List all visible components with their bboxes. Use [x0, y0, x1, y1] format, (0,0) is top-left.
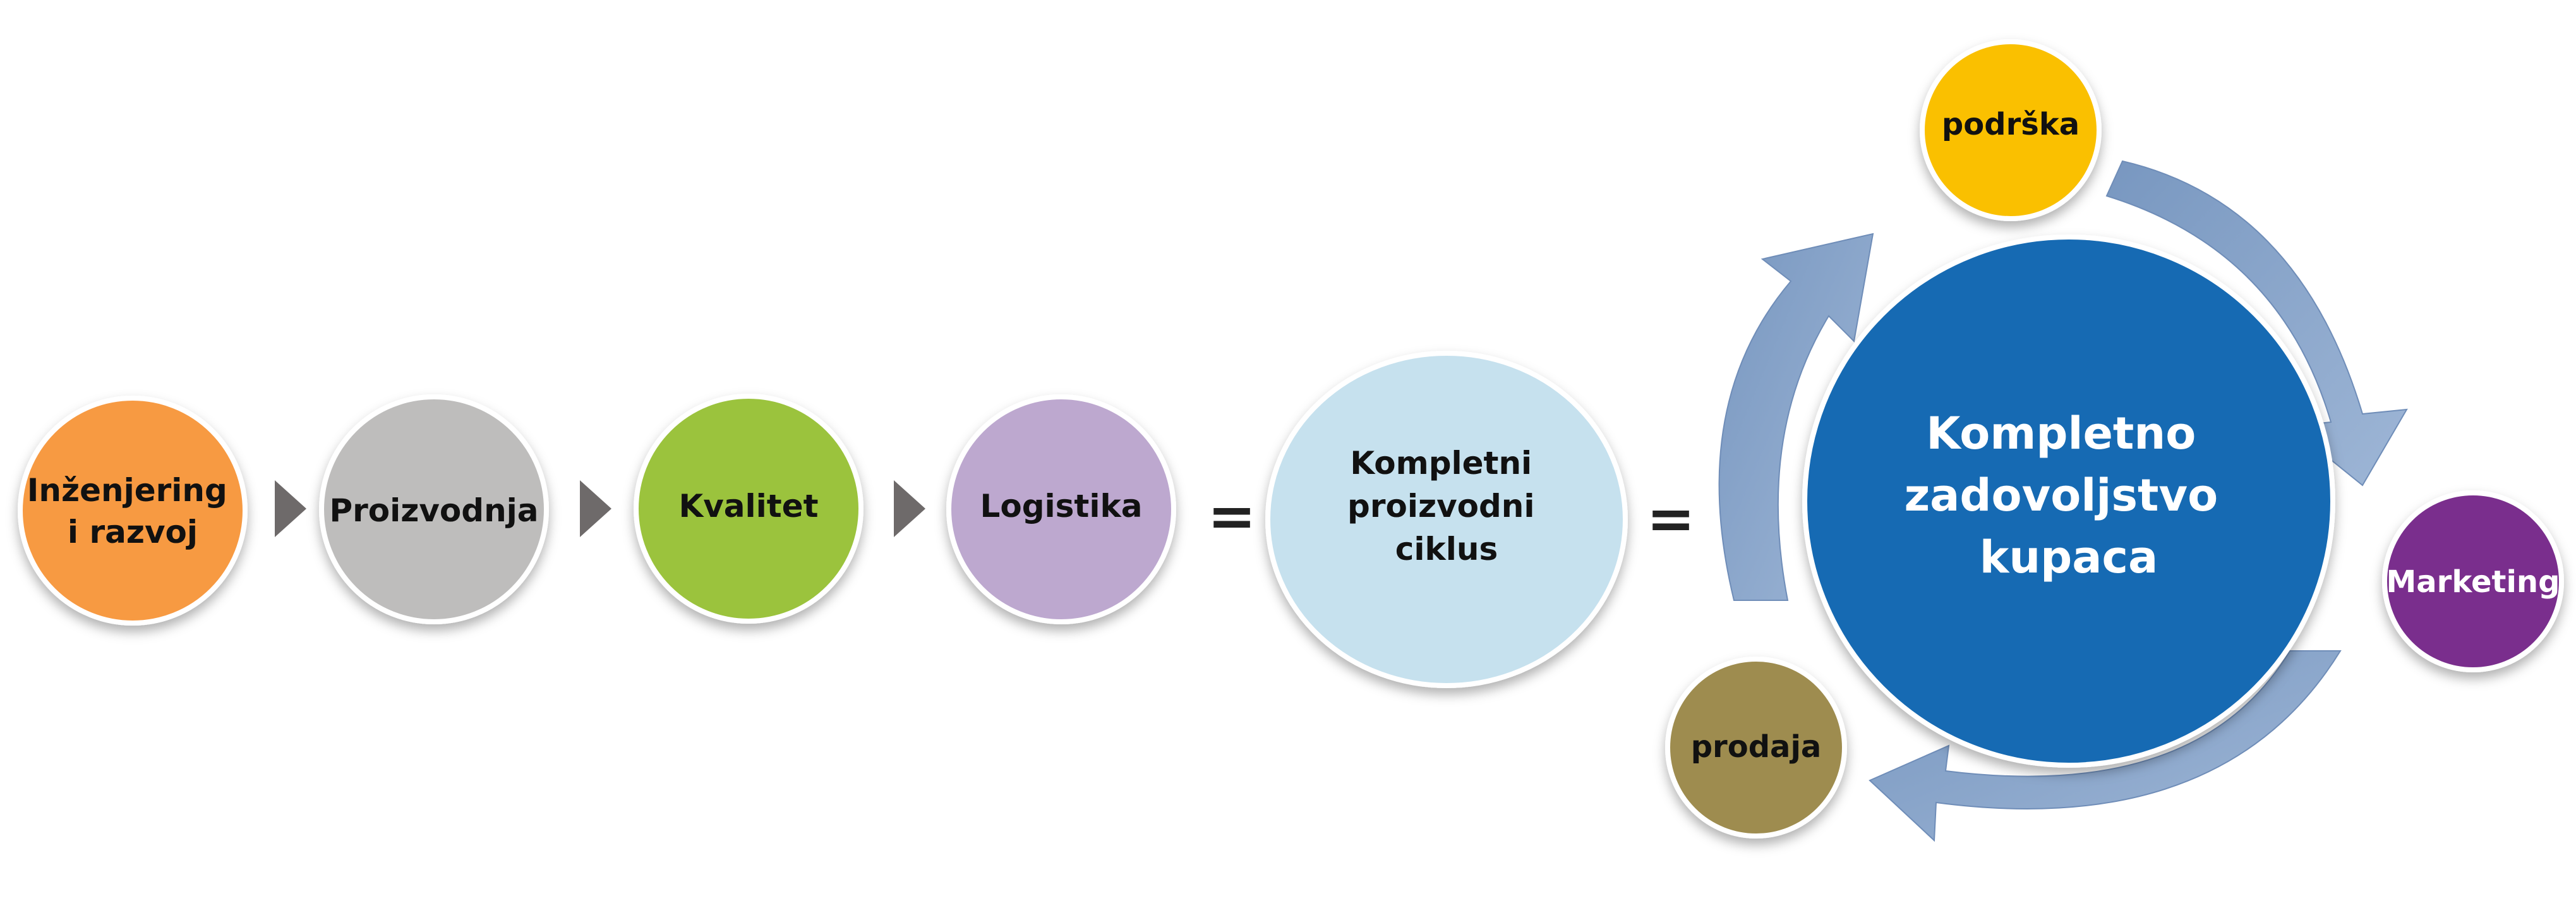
flow-node-proizvodnja-label: Proizvodnja [329, 492, 538, 529]
flow-node-proizvodnja: Proizvodnja [319, 394, 549, 624]
customer-center-label: Kompletno zadovoljstvo kupaca [1904, 408, 2233, 583]
satellite-podrska-label: podrška [1942, 107, 2079, 142]
equals-sign-2: = [1646, 485, 1695, 552]
cycle-result-label: Kompletni proizvodni ciklus [1347, 445, 1546, 567]
satellite-marketing-circle [2382, 490, 2564, 672]
satellite-marketing: Marketing [2382, 490, 2564, 672]
flow-node-inzenjering-circle [18, 396, 248, 626]
equals-sign-1: = [1207, 482, 1256, 550]
flow-node-kvalitet-circle [634, 394, 864, 624]
flow-connector-2 [580, 480, 611, 537]
flow-node-proizvodnja-circle [319, 394, 549, 624]
satellite-prodaja-label: prodaja [1691, 729, 1822, 765]
cycle-result-circle [1265, 351, 1628, 688]
flow-connector-3 [894, 480, 925, 537]
satellite-prodaja: prodaja [1665, 657, 1847, 839]
flow-node-kvalitet: Kvalitet [634, 394, 864, 624]
flow-connectors [275, 480, 925, 537]
flow-node-inzenjering-label: Inženjering i razvoj [27, 472, 238, 550]
satellite-marketing-label: Marketing [2386, 564, 2560, 600]
cycle-arrows [1718, 160, 2408, 842]
satellite-prodaja-circle [1665, 657, 1847, 839]
flow-connector-1 [275, 480, 306, 537]
flow-node-logistika-circle [946, 394, 1176, 624]
flow-node-logistika-label: Logistika [980, 488, 1143, 524]
customer-center-circle [1802, 234, 2335, 768]
flow-node-kvalitet-label: Kvalitet [678, 488, 818, 524]
customer-center-node: Kompletno zadovoljstvo kupaca [1802, 234, 2335, 768]
satellite-podrska-circle [1920, 39, 2102, 221]
cycle-arrow-left [1718, 233, 1874, 601]
cycle-result-node: Kompletni proizvodni ciklus [1265, 351, 1628, 688]
flow-node-inzenjering: Inženjering i razvoj [18, 396, 248, 626]
cycle-arrow-bottom [1869, 650, 2342, 842]
flow-node-logistika: Logistika [946, 394, 1176, 624]
cycle-arrow-top-right [2105, 160, 2408, 487]
satellite-podrska: podrška [1920, 39, 2102, 221]
